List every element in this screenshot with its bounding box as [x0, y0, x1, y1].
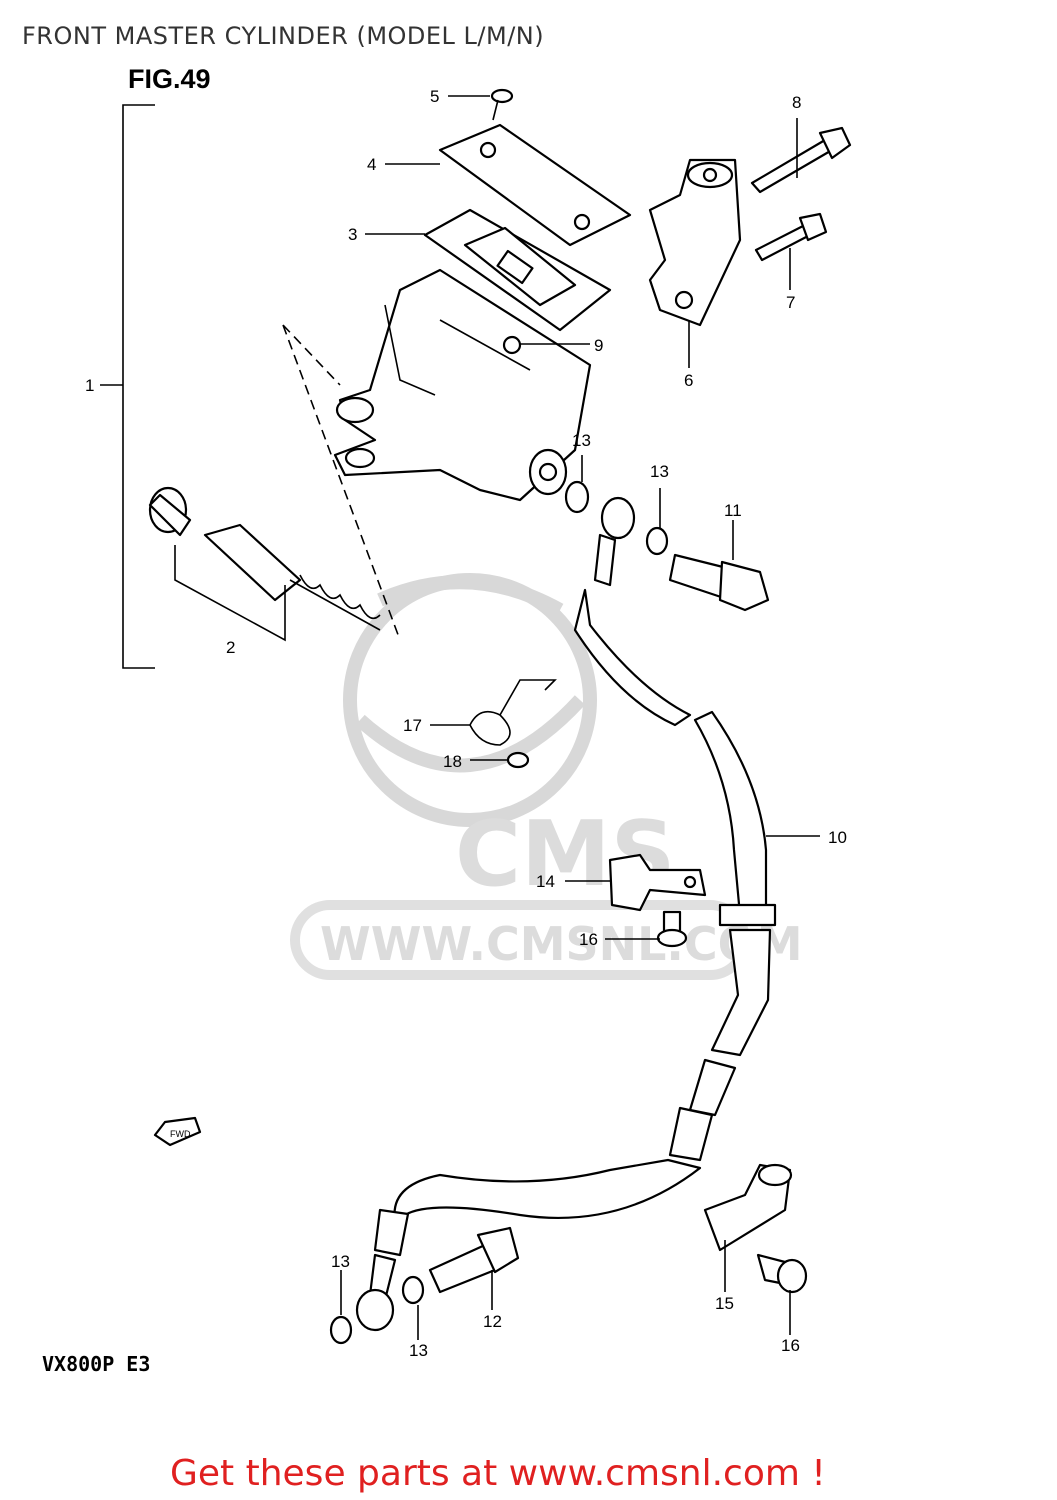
leader-lines [174, 95, 820, 1340]
callout-15: 15 [715, 1294, 734, 1313]
callout-2: 2 [226, 638, 235, 657]
piston-kit [148, 486, 381, 631]
brake-hose-upper [573, 496, 692, 727]
figure-label: FIG.49 [128, 64, 211, 94]
callout-11: 11 [724, 501, 742, 520]
callout-17: 17 [403, 716, 422, 735]
callout-4: 4 [367, 155, 376, 174]
callout-13d: 13 [409, 1341, 428, 1360]
callout-1: 1 [85, 376, 94, 395]
callout-13a: 13 [572, 431, 591, 450]
assembly-bracket [100, 104, 155, 669]
hose-clamp-15 [703, 1163, 793, 1252]
model-code: VX800P E3 [42, 1352, 151, 1376]
hose-clamp-14 [608, 853, 707, 912]
callout-16a: 16 [579, 930, 598, 949]
nut [506, 751, 530, 769]
callout-14: 14 [536, 872, 555, 891]
brake-hose-main [355, 710, 777, 1332]
callout-18: 18 [443, 752, 462, 771]
callout-7: 7 [786, 293, 795, 312]
union-bolt-upper [668, 553, 770, 612]
bleeder-fitting [502, 335, 522, 355]
callout-8: 8 [792, 93, 801, 112]
callout-3: 3 [348, 225, 357, 244]
projection-lines [282, 324, 401, 641]
callout-5: 5 [430, 87, 439, 106]
washer-13a [564, 480, 590, 514]
fwd-arrow-icon: FWD [153, 1116, 202, 1147]
page-title: FRONT MASTER CYLINDER (MODEL L/M/N) [22, 22, 545, 50]
handlebar-clamp [648, 158, 742, 327]
clamp-bolt-16b [756, 1253, 808, 1294]
clamp-bolt-long [750, 126, 852, 194]
callout-labels: 1 2 3 4 5 6 7 8 9 10 11 12 13 13 13 13 1… [85, 87, 847, 1360]
spring-clip [469, 679, 557, 746]
clamp-bolt-short [754, 212, 828, 262]
callout-6: 6 [684, 371, 693, 390]
buy-parts-link[interactable]: Get these parts at www.cmsnl.com ! [170, 1453, 826, 1494]
svg-text:FWD: FWD [170, 1129, 191, 1139]
callout-13b: 13 [650, 462, 669, 481]
washer-13d [401, 1275, 425, 1305]
cap-screw [490, 88, 514, 121]
washer-13c [329, 1315, 353, 1345]
clamp-bolt-16a [656, 910, 688, 948]
callout-12: 12 [483, 1312, 502, 1331]
callout-16b: 16 [781, 1336, 800, 1355]
union-bolt-lower [428, 1226, 520, 1294]
callout-13c: 13 [331, 1252, 350, 1271]
callout-10: 10 [828, 828, 847, 847]
washer-13b [645, 526, 669, 556]
callout-9: 9 [594, 336, 603, 355]
